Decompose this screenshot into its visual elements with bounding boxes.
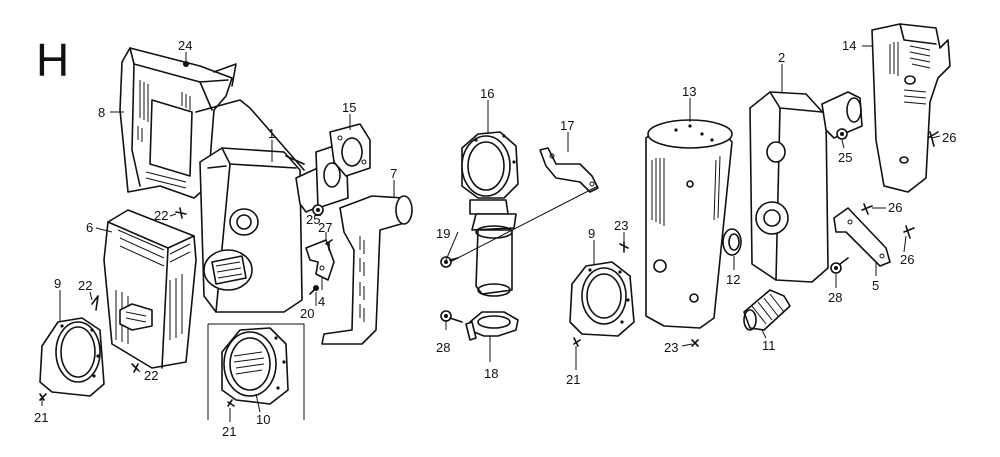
part-5-bracket: [833, 207, 891, 267]
part-16-end-cap: [461, 131, 519, 297]
callout-labels: 24 8 1 15 7 22 6 25 27 4 20 9 22 22 21 2…: [34, 38, 956, 439]
screw-icon: [39, 393, 47, 401]
callout-21: 21: [34, 410, 48, 425]
screw-icon: [927, 131, 939, 147]
nut-icon: [312, 204, 324, 216]
callout-10: 10: [256, 412, 270, 427]
part-13-heat-shield: [645, 119, 733, 329]
bolt-icon: [440, 310, 463, 323]
fastener-bolts-middle: [440, 185, 599, 323]
part-9-cap-middle: [569, 261, 635, 337]
screw-icon: [91, 295, 99, 311]
bolt-icon: [830, 257, 849, 274]
section-letter: H: [36, 34, 69, 86]
fastener-bolts-right: [830, 128, 939, 274]
part-15-gasket: [329, 123, 371, 177]
callout-22: 22: [154, 208, 168, 223]
callout-19: 19: [436, 226, 450, 241]
callout-27: 27: [318, 220, 332, 235]
part-17-bracket: [539, 147, 599, 193]
callout-28: 28: [828, 290, 842, 305]
part-7-exhaust-shield: [321, 195, 413, 345]
callout-12: 12: [726, 272, 740, 287]
callout-25: 25: [306, 212, 320, 227]
callout-15: 15: [342, 100, 356, 115]
callout-25: 25: [838, 150, 852, 165]
part-14-heat-shield: [871, 23, 951, 193]
callout-5: 5: [872, 278, 879, 293]
callout-28: 28: [436, 340, 450, 355]
part-12-grommet: [722, 228, 742, 256]
fastener-screws-middle: [573, 241, 699, 347]
screw-icon: [691, 339, 699, 347]
callout-20: 20: [300, 306, 314, 321]
callout-11: 11: [762, 338, 776, 353]
callout-26: 26: [888, 200, 902, 215]
callout-21: 21: [222, 424, 236, 439]
callout-6: 6: [86, 220, 93, 235]
screw-icon: [903, 225, 915, 239]
callout-16: 16: [480, 86, 494, 101]
callout-8: 8: [98, 105, 105, 120]
screw-icon: [175, 207, 187, 219]
part-1-muffler: [199, 141, 349, 313]
bolt-icon: [309, 285, 319, 295]
screw-icon: [131, 363, 139, 373]
bolt-icon: [183, 61, 189, 67]
part-9-cap-left: [39, 317, 105, 397]
part-6-heat-shield: [103, 209, 197, 369]
callout-14: 14: [842, 38, 856, 53]
screw-icon: [227, 399, 235, 407]
callout-26: 26: [900, 252, 914, 267]
callout-21: 21: [566, 372, 580, 387]
callout-26: 26: [942, 130, 956, 145]
nut-icon: [836, 128, 848, 140]
callout-4: 4: [318, 294, 325, 309]
screw-icon: [573, 337, 581, 347]
callout-2: 2: [778, 50, 785, 65]
callout-7: 7: [390, 166, 397, 181]
part-10-cap-box: [207, 323, 305, 420]
leader-lines: [41, 45, 941, 422]
bolt-icon: [325, 239, 333, 251]
callout-9: 9: [54, 276, 61, 291]
callout-13: 13: [682, 84, 696, 99]
callout-1: 1: [268, 126, 275, 141]
part-11-spark-arrester: [743, 289, 791, 331]
callout-23: 23: [614, 218, 628, 233]
part-2-muffler: [749, 91, 863, 283]
callout-22: 22: [78, 278, 92, 293]
callout-24: 24: [178, 38, 192, 53]
callout-18: 18: [484, 366, 498, 381]
callout-17: 17: [560, 118, 574, 133]
callout-22: 22: [144, 368, 158, 383]
callout-23: 23: [664, 340, 678, 355]
callout-9: 9: [588, 226, 595, 241]
bolt-icon: [440, 256, 459, 268]
part-18-clamp: [465, 311, 519, 341]
screw-icon: [861, 203, 873, 215]
